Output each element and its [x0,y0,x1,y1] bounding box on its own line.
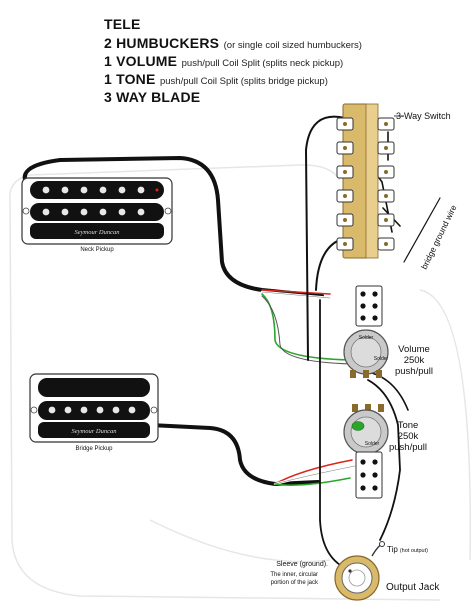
sleeve-label-1: Sleeve (ground). [276,561,328,568]
bridge-cable [148,423,320,486]
sleeve-label-2: The inner, circular [270,572,318,578]
title-volume: 1 VOLUME [104,53,178,69]
neck-pickup: Seymour Duncan [21,177,173,245]
neck-cable [22,156,324,298]
title-tone: 1 TONE [104,71,156,87]
neck-pickup-caption: Neck Pickup [80,247,114,253]
bridge-pole-pieces [48,406,136,414]
volume-pot: Solder Solder [343,285,389,378]
subtitle-tone: push/pull Coil Split (splits bridge pick… [159,76,328,87]
pickguard-outline [9,164,472,601]
bridge-pickup: Seymour Duncan [29,373,159,443]
neck-red-wire [261,289,331,295]
tone-title: Tone [398,420,419,431]
volume-value: 250k [404,355,425,366]
bridge-ground-label: bridge ground wire [419,203,459,271]
header-line-switch: 3 WAY BLADE [104,89,200,107]
bridge-brand-text: Seymour Duncan [72,428,117,435]
subtitle-volume: push/pull Coil Split (splits neck pickup… [181,58,344,69]
tone-value: 250k [398,431,419,442]
tone-type: push/pull [389,442,427,453]
title-switch: 3 WAY BLADE [104,89,201,105]
volume-solder-text-2: Solder [374,356,389,362]
header-line-tone: 1 TONE push/pull Coil Split (splits brid… [104,71,328,89]
neck-brand-text: Seymour Duncan [75,229,120,236]
header-line-humbuckers: 2 HUMBUCKERS (or single coil sized humbu… [104,35,362,53]
tip-text: Tip [387,545,398,554]
bridge-green-wire [274,477,351,486]
volume-title: Volume [398,344,430,355]
bridge-ground-wire [403,197,441,263]
volume-to-tone-wire [367,371,409,411]
bridge-pickup-caption: Bridge Pickup [75,446,113,452]
header-line-volume: 1 VOLUME push/pull Coil Split (splits ne… [104,53,343,71]
switch-loop-wire [305,115,346,361]
volume-type: push/pull [395,366,433,377]
tone-pot: Solder [343,404,389,499]
neck-green-wire [261,293,351,361]
title-tele: TELE [104,16,141,32]
tip-wire [367,379,401,541]
switch-label: 3-Way Switch [396,111,451,121]
subtitle-humbuckers: (or single coil sized humbuckers) [223,40,362,51]
tone-capacitor [351,421,365,431]
neck-pole-pieces [42,186,145,216]
tip-note: (hot output) [400,548,428,554]
title-humbuckers: 2 HUMBUCKERS [104,35,220,51]
bridge-red-wire [274,459,353,485]
tone-solder-text: Solder [365,441,380,447]
volume-solder-text: Solder [359,335,374,341]
sleeve-label-3: portion of the jack [271,580,319,586]
output-jack [334,541,385,601]
three-way-switch [336,103,395,259]
tip-label: Tip(hot output) [387,545,428,554]
header-title: TELE [104,16,141,34]
output-jack-label: Output Jack [386,582,440,593]
